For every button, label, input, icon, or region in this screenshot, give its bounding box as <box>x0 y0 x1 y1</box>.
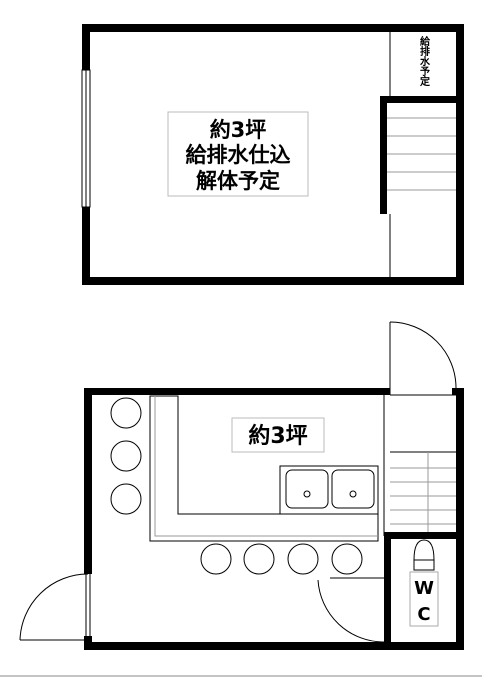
sink-basin-right <box>331 469 375 509</box>
upper-wall-right <box>456 24 464 285</box>
stool-bottom-3 <box>287 543 319 575</box>
entrance-door <box>19 573 91 641</box>
upper-stairs <box>387 117 456 191</box>
stool-left-2 <box>110 440 142 472</box>
wc-label-w: W <box>414 578 434 599</box>
upper-label-line3: 解体予定 <box>196 169 280 193</box>
upper-stair-wall-top <box>380 96 464 103</box>
lower-wall-right <box>456 388 464 650</box>
toilet-tank <box>413 559 435 571</box>
upper-wall-top <box>82 24 464 32</box>
upper-stair-wall-left <box>380 96 387 214</box>
upper-label-line1: 約3坪 <box>210 118 267 142</box>
sink-drain-right <box>349 490 357 498</box>
stool-bottom-1 <box>200 543 232 575</box>
wc-room: W C <box>317 532 464 650</box>
stool-bottom-2 <box>243 543 275 575</box>
upper-wall-left-top <box>82 24 90 72</box>
lower-room-label: 約3坪 <box>248 423 307 449</box>
lower-stairs <box>383 395 456 536</box>
wc-label-c: C <box>417 604 430 625</box>
lower-wall-left-bottom <box>84 636 92 650</box>
upper-label-line2: 給排水仕込 <box>186 143 291 167</box>
lower-label-box <box>231 417 325 453</box>
lower-wall-top <box>84 388 390 395</box>
side-label: 給排水予定 <box>418 35 431 87</box>
stool-left-1 <box>110 397 142 429</box>
stool-left-3 <box>110 483 142 515</box>
lower-floor: W C 約3坪 <box>19 321 464 650</box>
upper-floor: 給排水予定 約3坪 給排水仕込 解体予定 <box>81 24 464 285</box>
lower-wall-bottom <box>84 642 464 650</box>
sink-basin-left <box>285 469 329 509</box>
top-right-door <box>389 321 457 396</box>
sink-drain-left <box>303 490 311 498</box>
wc-label-box <box>409 571 439 627</box>
toilet-bowl <box>413 539 435 561</box>
double-sink <box>279 465 379 515</box>
upper-wall-bottom <box>82 277 464 285</box>
upper-label-box <box>167 111 309 197</box>
upper-wall-left-bottom <box>82 205 90 285</box>
stool-bottom-4 <box>331 543 363 575</box>
lower-wall-left <box>84 388 92 574</box>
